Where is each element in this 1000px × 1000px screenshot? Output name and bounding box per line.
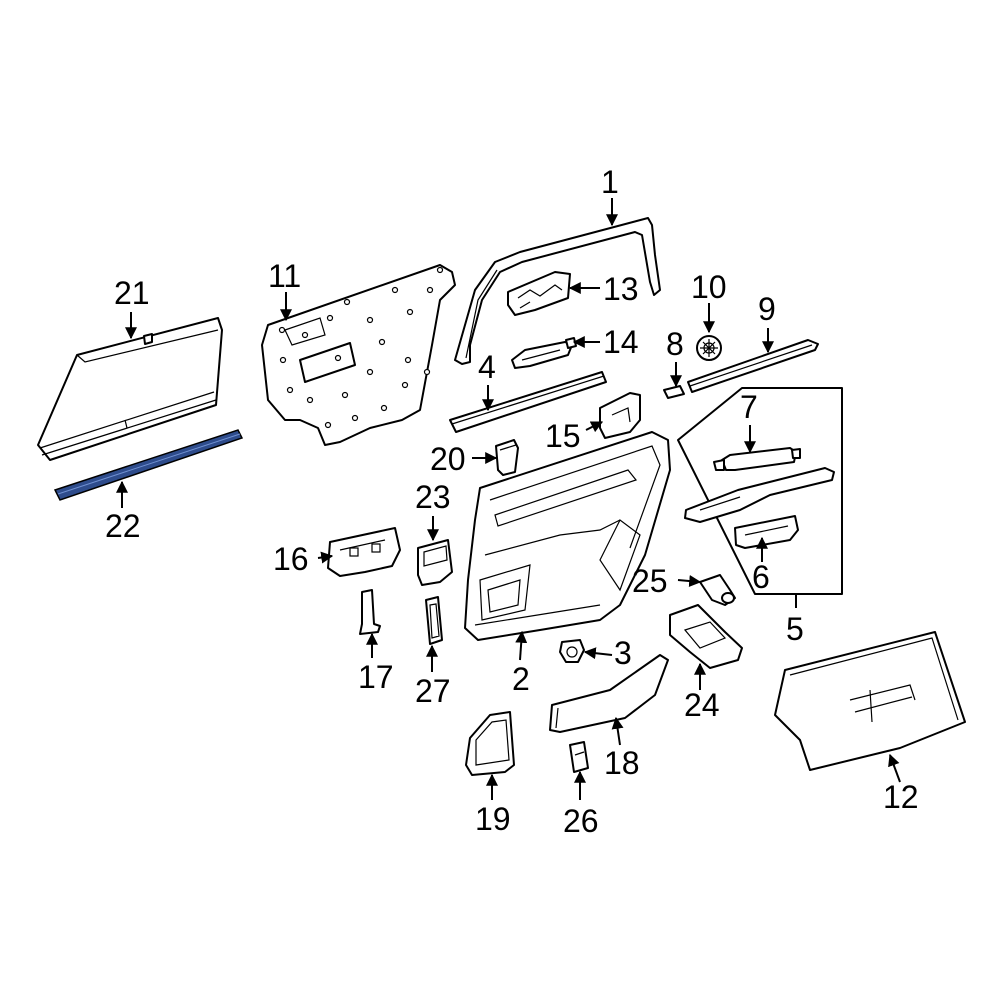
callout-8: 8 xyxy=(666,326,684,362)
callout-21: 21 xyxy=(114,275,150,311)
callout-1: 1 xyxy=(601,164,619,200)
callout-9: 9 xyxy=(758,291,776,327)
callout-22: 22 xyxy=(105,508,141,544)
leader-lines xyxy=(116,198,901,800)
insulator-holes xyxy=(278,266,444,429)
part-25-socket[interactable] xyxy=(699,574,736,606)
callout-5: 5 xyxy=(786,611,804,647)
part-12-liner[interactable] xyxy=(774,631,966,771)
part-13-bracket[interactable] xyxy=(507,271,571,316)
part-22-weatherstrip[interactable] xyxy=(53,429,244,501)
part-8-clip[interactable] xyxy=(663,385,685,399)
part-6-bracket[interactable] xyxy=(734,515,799,549)
callout-2: 2 xyxy=(512,661,530,697)
callout-24: 24 xyxy=(684,687,720,723)
part-10-grommet[interactable] xyxy=(696,335,722,361)
callout-19: 19 xyxy=(475,801,511,837)
callout-15: 15 xyxy=(545,418,581,454)
part-14-inside-handle[interactable] xyxy=(511,337,577,369)
part-1-frame-trim[interactable] xyxy=(454,217,661,365)
callout-26: 26 xyxy=(563,803,599,839)
part-11-water-shield[interactable] xyxy=(261,264,456,446)
part-18-lower-trim[interactable] xyxy=(549,654,669,733)
callout-12: 12 xyxy=(883,779,919,815)
callout-4: 4 xyxy=(478,349,496,385)
callout-17: 17 xyxy=(358,659,394,695)
callout-11: 11 xyxy=(268,258,301,294)
callout-7: 7 xyxy=(740,389,758,425)
part-27-strip-trim[interactable] xyxy=(425,596,443,645)
callout-14: 14 xyxy=(603,324,639,360)
part-15-switch-bezel[interactable] xyxy=(599,392,641,439)
part-2-door-trim-panel[interactable] xyxy=(464,431,671,641)
part-19-grille[interactable] xyxy=(465,711,515,776)
callout-labels: 1 2 3 4 5 6 7 8 9 10 11 12 13 14 15 16 1… xyxy=(105,164,919,839)
callout-16: 16 xyxy=(273,541,309,577)
callout-27: 27 xyxy=(415,673,451,709)
part-7-pull-handle[interactable] xyxy=(713,447,801,471)
callout-20: 20 xyxy=(430,441,466,477)
part-26-clip[interactable] xyxy=(569,741,589,773)
part-20-lock-knob[interactable] xyxy=(495,439,519,476)
part-9-molding[interactable] xyxy=(687,339,819,393)
part-5-group[interactable] xyxy=(677,387,843,595)
callout-25: 25 xyxy=(632,563,668,599)
callout-23: 23 xyxy=(415,479,451,515)
part-24-control-housing[interactable] xyxy=(669,604,743,669)
callout-6: 6 xyxy=(752,559,770,595)
callout-10: 10 xyxy=(691,269,727,305)
part-4-belt-molding[interactable] xyxy=(449,371,607,433)
callout-18: 18 xyxy=(604,745,640,781)
part-16-latch[interactable] xyxy=(327,527,401,577)
callout-13: 13 xyxy=(603,271,639,307)
part-23-switch[interactable] xyxy=(417,539,453,586)
part-3-fastener[interactable] xyxy=(559,639,585,663)
callout-3: 3 xyxy=(614,635,632,671)
part-21-sunshade[interactable] xyxy=(37,317,223,461)
part-17-clip[interactable] xyxy=(359,589,381,635)
